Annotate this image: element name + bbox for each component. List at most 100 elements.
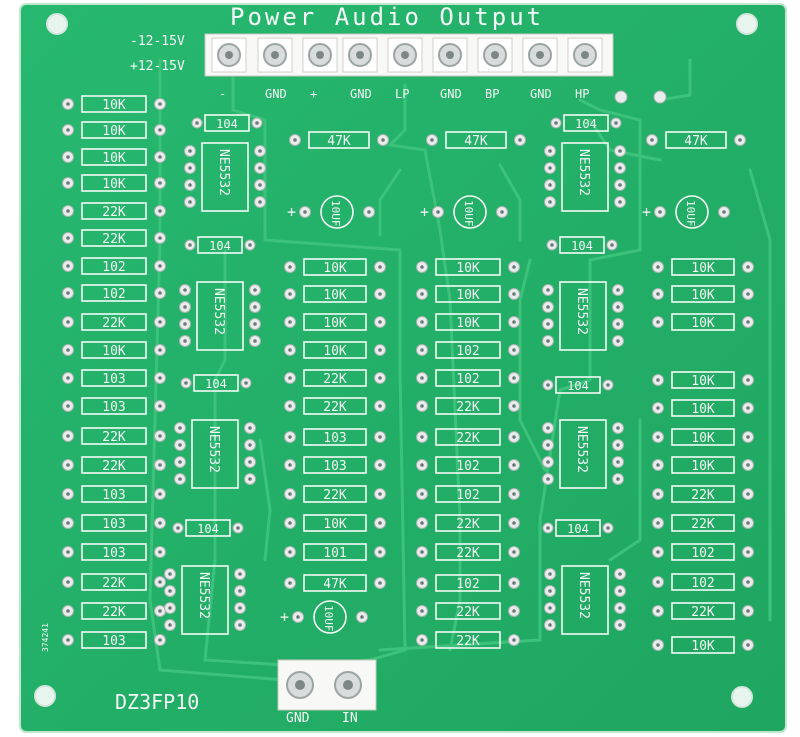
chip-label: NE5532 [216,149,231,196]
capacitor-value: 104 [216,117,238,131]
resistor-value: 10K [456,316,480,331]
header-label: GND [265,87,287,101]
chip-label: NE5532 [576,572,591,619]
resistor-value: 22K [102,459,126,474]
resistor: 47K [426,131,526,149]
resistor-value: 10K [691,316,715,331]
resistor-value: 47K [327,134,351,149]
resistor: 103 [62,514,166,532]
board-model: DZ3FP10 [115,690,199,714]
resistor-value: 22K [691,605,715,620]
resistor: 10K [416,313,520,331]
resistor: 102 [416,456,520,474]
resistor-value: 10K [691,374,715,389]
resistor: 101 [284,543,386,561]
resistor: 10K [284,258,386,276]
header-label: GND [440,87,462,101]
resistor-value: 10K [323,288,347,303]
electrolytic-cap: 10UF+ [420,195,508,229]
resistor: 10K [416,285,520,303]
resistor: 47K [284,574,386,592]
resistor: 10K [652,428,754,446]
capacitor-104: 104 [546,236,618,254]
resistor: 22K [416,631,520,649]
chip-label: NE5532 [211,288,226,335]
board-title: Power Audio Output [230,3,544,31]
polarity-mark: + [420,203,429,221]
resistor: 22K [416,397,520,415]
resistor: 102 [416,341,520,359]
resistor-value: 10K [102,124,126,139]
resistor-value: 103 [102,546,125,561]
power-neg-label: -12-15V [130,34,185,49]
chip-label: NE5532 [196,572,211,619]
resistor-value: 10K [323,344,347,359]
resistor-value: 47K [323,577,347,592]
board-serial: 374241 [41,623,50,652]
electrolytic-cap: 10UF+ [287,195,375,229]
electrolytic-caps: 10UF+10UF+10UF+10UF+ [280,195,730,634]
resistor: 10K [416,258,520,276]
input-gnd-label: GND [286,711,310,726]
resistor: 22K [62,427,166,445]
resistor-value: 10K [102,344,126,359]
resistor-value: 103 [323,431,346,446]
resistor: 103 [62,543,166,561]
header-label: - [219,87,226,101]
resistor: 22K [62,573,166,591]
resistor-value: 102 [456,372,479,387]
ne5532-chip: NE5532 [184,142,266,212]
resistor-value: 103 [102,400,125,415]
capacitor-value: 104 [567,522,589,536]
pcb-substrate [19,3,787,733]
capacitor-value: 104 [205,377,227,391]
header-label: LP [395,87,409,101]
capacitor-104: 104 [542,519,614,537]
resistor: 10K [652,285,754,303]
resistor-value: 22K [102,576,126,591]
resistor-value: 103 [323,459,346,474]
chip-label: NE5532 [574,426,589,473]
resistor: 102 [416,485,520,503]
resistor-value: 10K [323,316,347,331]
resistor-value: 22K [102,605,126,620]
resistor-value: 103 [102,517,125,532]
resistor: 22K [284,397,386,415]
ne5532-chip: NE5532 [164,565,246,635]
header-label: BP [485,87,499,101]
resistor-value: 47K [464,134,488,149]
resistor: 102 [416,369,520,387]
resistor: 10K [62,95,166,113]
capacitor-104: 104 [542,376,614,394]
resistor-value: 10K [323,261,347,276]
polarity-mark: + [642,203,651,221]
chip-label: NE5532 [574,288,589,335]
resistor-value: 22K [102,316,126,331]
resistor-value: 22K [456,517,480,532]
resistor-value: 10K [102,151,126,166]
polarity-mark: + [287,203,296,221]
resistor-value: 22K [456,400,480,415]
resistor: 102 [652,573,754,591]
resistor: 10K [284,514,386,532]
resistor-value: 102 [691,576,714,591]
capacitor-value: 104 [209,239,231,253]
resistor-value: 10K [691,261,715,276]
polarity-mark: + [280,608,289,626]
capacitor-value: 104 [197,522,219,536]
resistor-value: 10K [691,288,715,303]
header-label: HP [575,87,589,101]
resistor: 22K [416,428,520,446]
resistor: 102 [652,543,754,561]
resistor: 103 [284,456,386,474]
resistor: 103 [62,631,166,649]
resistor-value: 22K [456,431,480,446]
resistor-value: 22K [102,430,126,445]
resistor-value: 22K [691,517,715,532]
resistor: 22K [62,313,166,331]
resistor: 10K [652,313,754,331]
resistor-value: 10K [691,402,715,417]
resistor-value: 102 [102,287,125,302]
